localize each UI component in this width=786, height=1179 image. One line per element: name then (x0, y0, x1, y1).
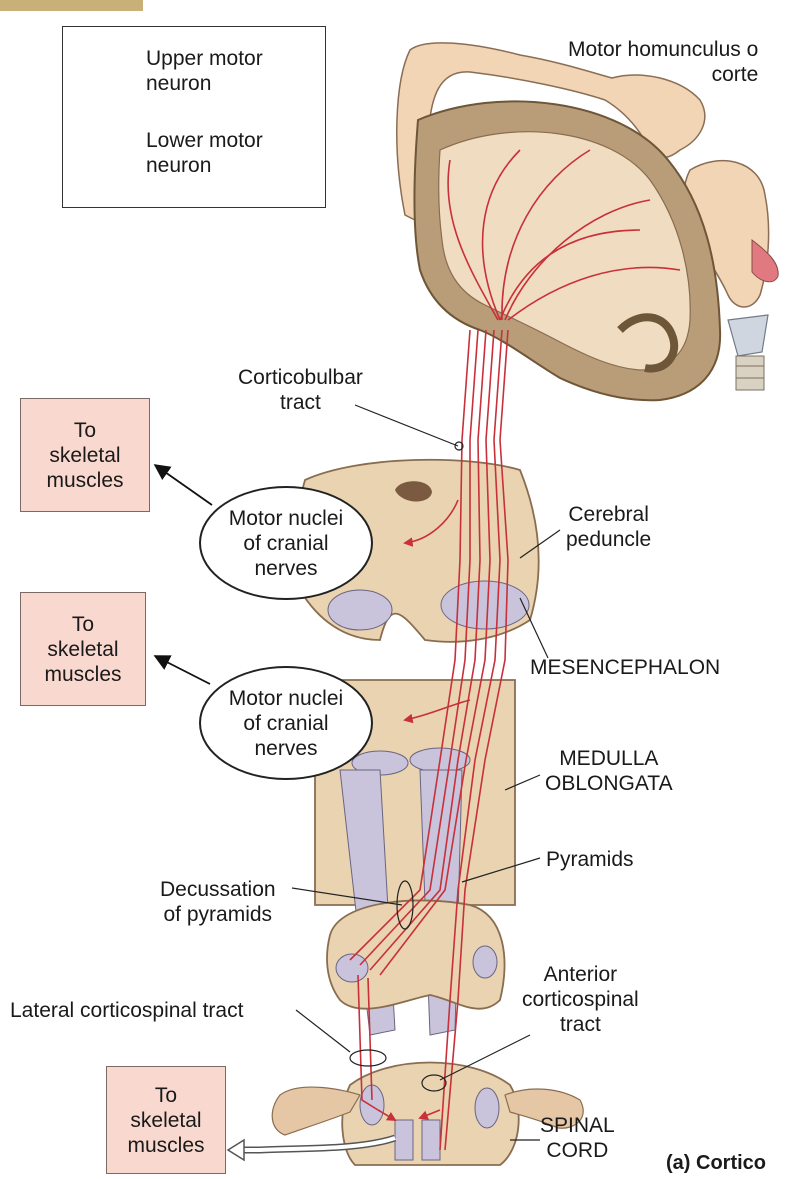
label-lateral-corticospinal: Lateral corticospinal tract (10, 998, 243, 1023)
legend-lower-motor-line2: neuron (146, 153, 263, 178)
label-spinal-cord: SPINAL CORD (540, 1113, 615, 1163)
figure-caption: (a) Cortico (666, 1151, 766, 1176)
legend-upper-motor-line1: Upper motor (146, 46, 263, 71)
label-mesencephalon: MESENCEPHALON (530, 655, 720, 680)
legend-lower-motor: Lower motor neuron (146, 128, 263, 178)
label-corticobulbar: Corticobulbar tract (238, 365, 363, 415)
legend-upper-motor: Upper motor neuron (146, 46, 263, 96)
label-decussation: Decussation of pyramids (160, 877, 276, 927)
arrow-to-box-1 (155, 465, 212, 505)
label-cerebral-peduncle: Cerebral peduncle (566, 502, 651, 552)
legend-lower-motor-line1: Lower motor (146, 128, 263, 153)
legend-upper-motor-line2: neuron (146, 71, 263, 96)
label-pyramids: Pyramids (546, 847, 634, 872)
label-medulla: MEDULLA OBLONGATA (545, 746, 673, 796)
label-homunculus: Motor homunculus o corte (568, 37, 758, 87)
arrow-to-box-2 (155, 656, 210, 684)
label-anterior-corticospinal: Anterior corticospinal tract (522, 962, 639, 1037)
